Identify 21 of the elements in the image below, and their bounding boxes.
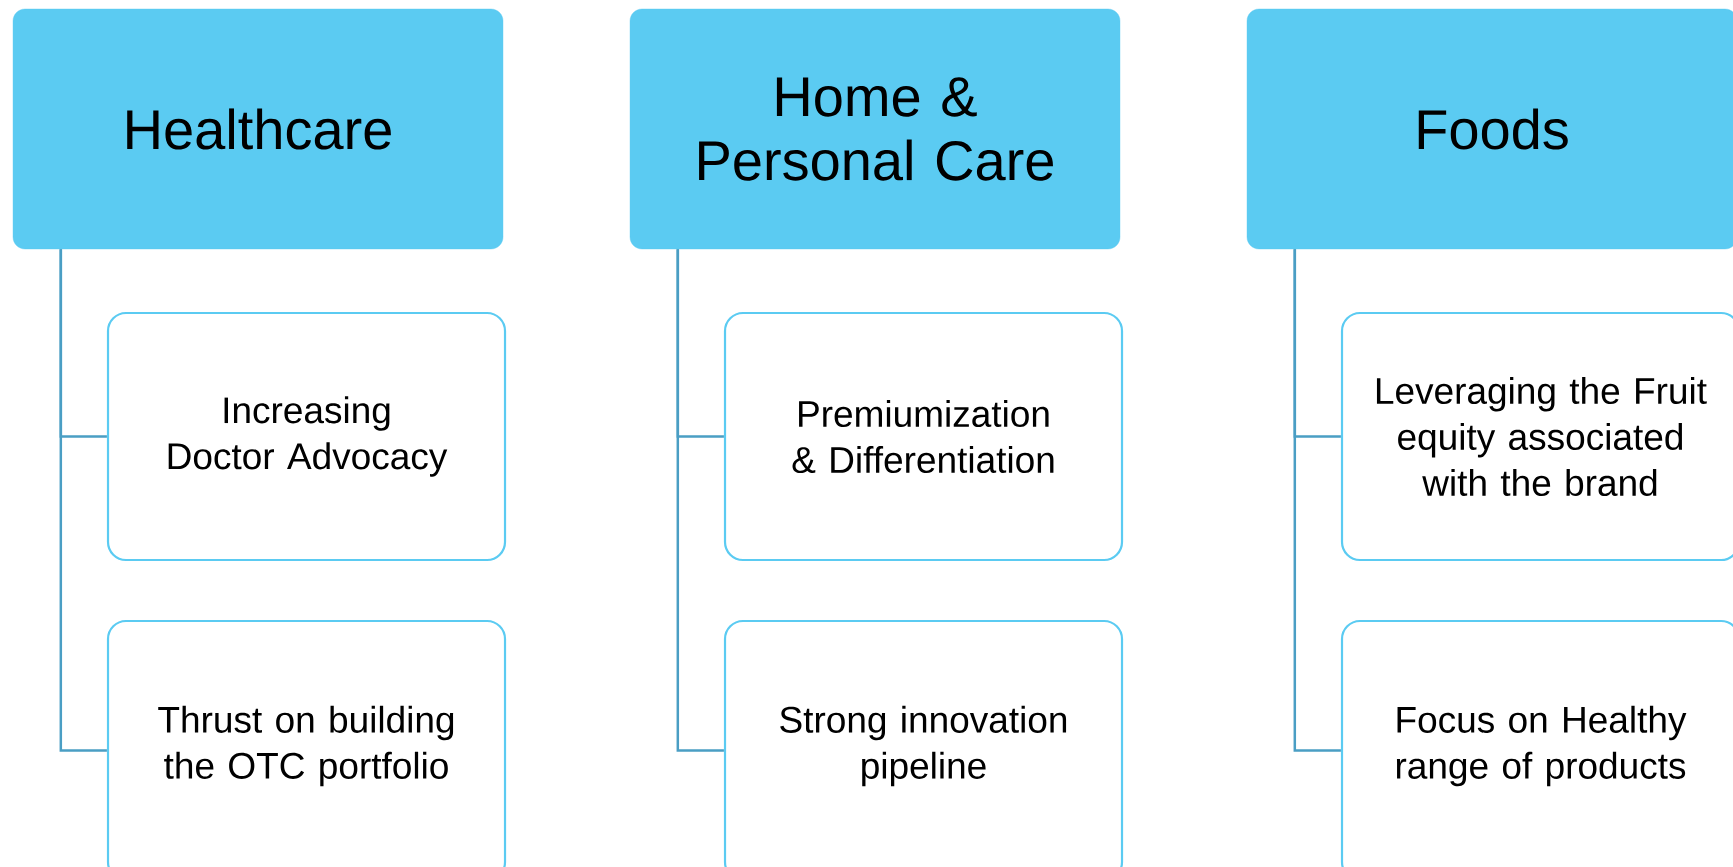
- category-text: Healthcare: [127, 108, 391, 150]
- strategy-box: [106, 311, 507, 562]
- category-text: Home & Personal Care: [699, 77, 1053, 181]
- strategy-box: [723, 311, 1124, 562]
- category-box: [629, 8, 1121, 250]
- connector-line: [59, 249, 107, 752]
- strategy-box: [1340, 311, 1733, 562]
- connector-line: [1293, 249, 1341, 752]
- strategy-box: [723, 619, 1124, 867]
- category-text: Foods: [1418, 108, 1568, 150]
- strategy-text: Leveraging the Fruit equity associated with the brand: [1376, 376, 1707, 497]
- strategy-text: Premiumization & Differentiation: [792, 399, 1054, 474]
- strategy-text: Focus on Healthy range of products: [1396, 705, 1687, 787]
- strategy-text: Strong innovation pipeline: [780, 705, 1067, 787]
- strategy-box: [106, 619, 507, 867]
- strategy-text: Thrust on building the OTC portfolio: [158, 705, 454, 787]
- connector-line: [676, 249, 724, 752]
- category-box: [1246, 8, 1733, 250]
- strategy-box: [1340, 619, 1733, 867]
- category-box: [12, 8, 504, 250]
- strategy-text: Increasing Doctor Advocacy: [168, 396, 448, 477]
